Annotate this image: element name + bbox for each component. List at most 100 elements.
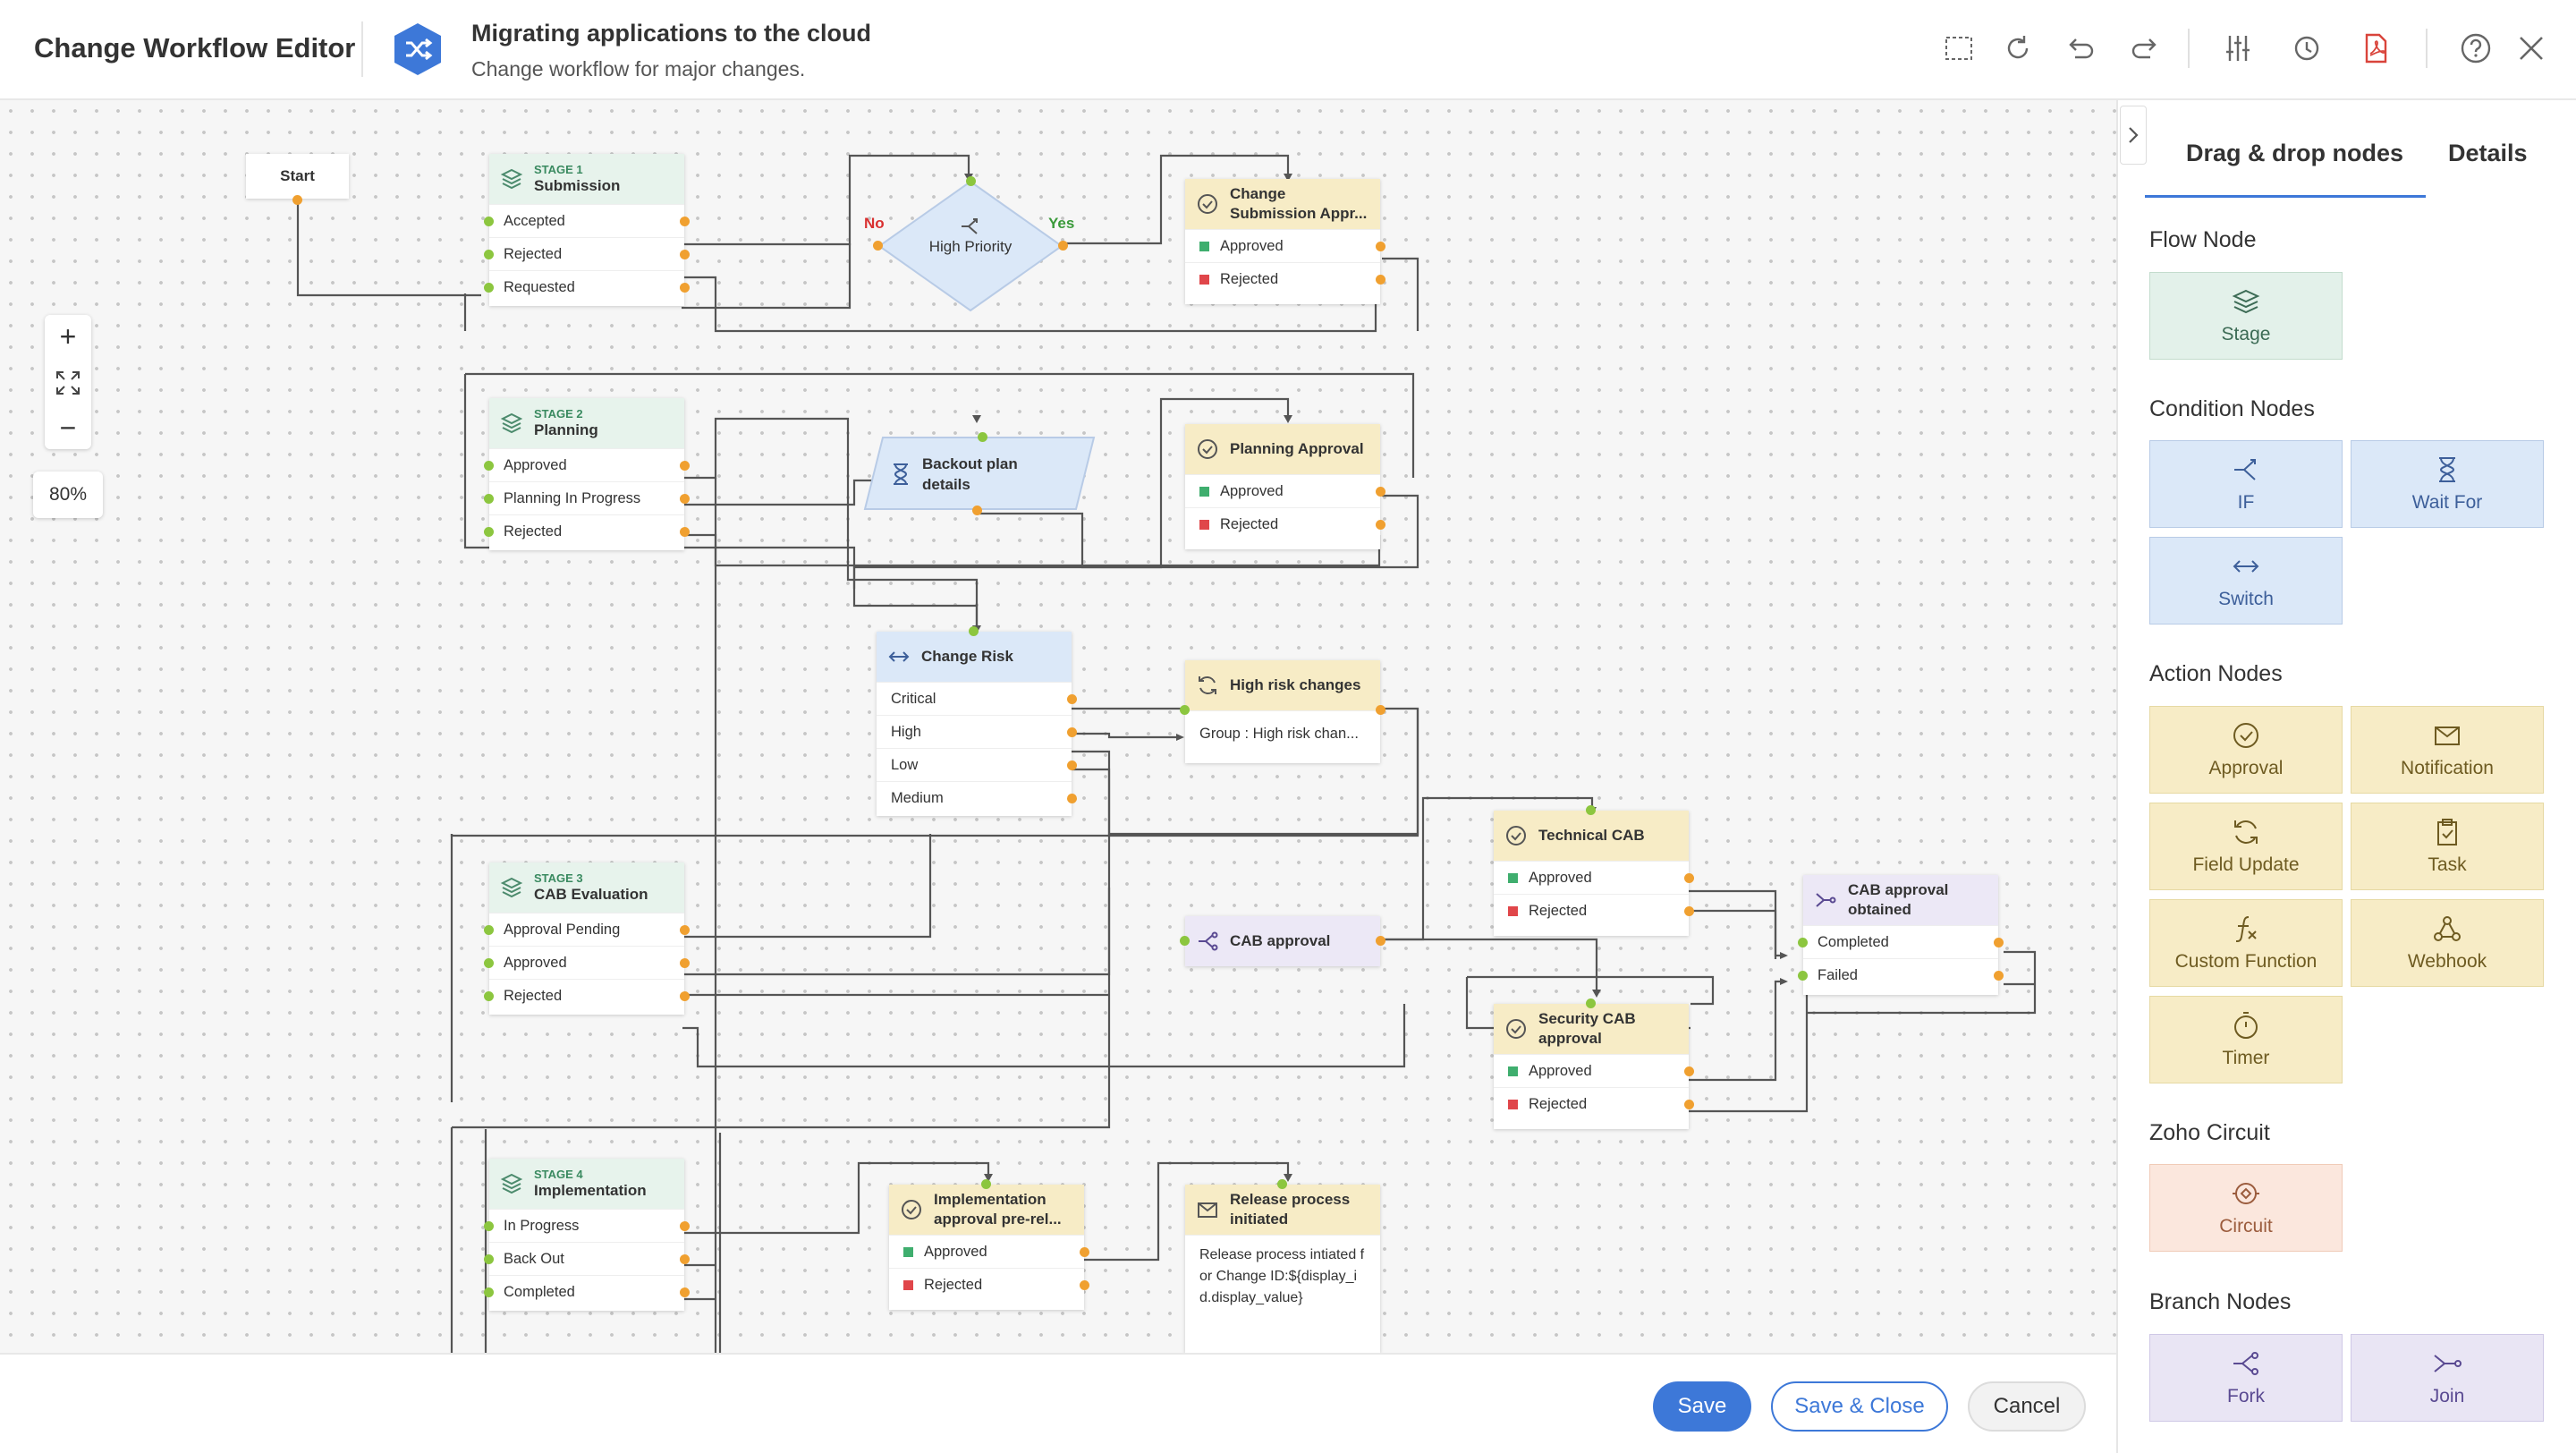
palette-if[interactable]: IF [2149, 440, 2343, 528]
output-connector[interactable] [680, 925, 690, 935]
tab-drag-drop-nodes[interactable]: Drag & drop nodes [2186, 140, 2404, 166]
output-connector[interactable] [972, 506, 982, 515]
start-node[interactable]: Start [246, 154, 349, 205]
approval-row[interactable]: Approved [889, 1235, 1089, 1268]
output-connector[interactable] [1376, 242, 1385, 251]
output-connector[interactable] [680, 958, 690, 968]
input-connector[interactable] [484, 1254, 494, 1264]
notification-node-release-process[interactable]: Release process initiated Release proces… [1185, 1179, 1380, 1353]
switch-case-row[interactable]: Low [877, 748, 1077, 781]
history-icon[interactable] [2288, 30, 2324, 66]
input-connector[interactable] [484, 1287, 494, 1297]
refresh-icon[interactable] [2000, 30, 2036, 66]
fit-screen-icon[interactable] [45, 361, 91, 404]
stage-row[interactable]: Accepted [484, 204, 690, 237]
input-connector[interactable] [1798, 938, 1808, 947]
output-connector[interactable] [1376, 487, 1385, 497]
output-connector[interactable] [680, 991, 690, 1001]
approval-row[interactable]: Approved [1494, 1054, 1694, 1087]
input-connector[interactable] [484, 958, 494, 968]
redo-icon[interactable] [2127, 30, 2163, 66]
palette-stage[interactable]: Stage [2149, 272, 2343, 360]
output-connector[interactable] [680, 283, 690, 293]
output-connector[interactable] [1080, 1247, 1089, 1257]
field-update-node-high-risk[interactable]: High risk changes Group : High risk chan… [1180, 660, 1385, 763]
palette-notification[interactable]: Notification [2351, 706, 2544, 794]
output-connector[interactable] [1376, 275, 1385, 285]
help-icon[interactable] [2458, 30, 2494, 66]
palette-task[interactable]: Task [2351, 803, 2544, 890]
output-connector[interactable] [1994, 971, 2004, 981]
join-row[interactable]: Failed [1798, 958, 2004, 991]
output-connector[interactable] [1067, 727, 1077, 737]
output-connector[interactable] [680, 1287, 690, 1297]
switch-case-row[interactable]: Medium [877, 781, 1077, 814]
approval-node-implementation[interactable]: Implementation approval pre-rel... Appro… [889, 1179, 1089, 1310]
decision-node-high-priority[interactable]: High Priority No Yes [864, 176, 1074, 313]
palette-approval[interactable]: Approval [2149, 706, 2343, 794]
settings-sliders-icon[interactable] [2220, 30, 2256, 66]
output-connector[interactable] [680, 1254, 690, 1264]
input-connector[interactable] [981, 1179, 991, 1189]
input-connector[interactable] [1586, 805, 1596, 815]
input-connector[interactable] [484, 494, 494, 504]
input-connector[interactable] [484, 250, 494, 259]
approval-row[interactable]: Approved [1494, 861, 1694, 894]
stage-row[interactable]: Approval Pending [484, 913, 690, 946]
fork-node-cab-approval[interactable]: CAB approval [1180, 916, 1385, 966]
stage-row[interactable]: Requested [484, 270, 690, 303]
zoom-in-button[interactable]: + [59, 319, 77, 353]
pdf-icon[interactable] [2358, 30, 2394, 66]
output-connector[interactable] [680, 461, 690, 471]
switch-case-row[interactable]: Critical [877, 682, 1077, 715]
output-connector[interactable] [873, 241, 883, 251]
input-connector[interactable] [484, 925, 494, 935]
collapse-panel-button[interactable] [2120, 106, 2147, 165]
output-connector[interactable] [292, 195, 302, 205]
cancel-button[interactable]: Cancel [1968, 1381, 2086, 1432]
approval-row[interactable]: Rejected [889, 1268, 1089, 1301]
input-connector[interactable] [966, 176, 976, 186]
approval-row[interactable]: Approved [1185, 229, 1385, 262]
output-connector[interactable] [1376, 936, 1385, 946]
approval-node-change-submission[interactable]: Change Submission Appr... Approved Rejec… [1185, 179, 1385, 304]
output-connector[interactable] [680, 217, 690, 226]
stage-row[interactable]: Approved [484, 946, 690, 979]
undo-icon[interactable] [2063, 30, 2098, 66]
input-connector[interactable] [484, 991, 494, 1001]
input-connector[interactable] [484, 217, 494, 226]
palette-custom-function[interactable]: Custom Function [2149, 899, 2343, 987]
switch-node-change-risk[interactable]: Change Risk Critical High Low Medium [877, 626, 1077, 816]
input-connector[interactable] [484, 527, 494, 537]
palette-fork[interactable]: Fork [2149, 1334, 2343, 1422]
select-area-icon[interactable] [1941, 30, 1977, 66]
approval-node-technical-cab[interactable]: Technical CAB Approved Rejected [1494, 805, 1694, 936]
input-connector[interactable] [484, 283, 494, 293]
palette-field-update[interactable]: Field Update [2149, 803, 2343, 890]
approval-row[interactable]: Rejected [1494, 1087, 1694, 1120]
output-connector[interactable] [1684, 873, 1694, 883]
palette-wait-for[interactable]: Wait For [2351, 440, 2544, 528]
switch-case-row[interactable]: High [877, 715, 1077, 748]
input-connector[interactable] [978, 432, 987, 442]
approval-node-planning[interactable]: Planning Approval Approved Rejected [1185, 424, 1385, 549]
input-connector[interactable] [484, 1221, 494, 1231]
join-row[interactable]: Completed [1798, 925, 2004, 958]
palette-circuit[interactable]: Circuit [2149, 1164, 2343, 1252]
output-connector[interactable] [1376, 520, 1385, 530]
palette-join[interactable]: Join [2351, 1334, 2544, 1422]
input-connector[interactable] [1586, 998, 1596, 1008]
stage-row[interactable]: Rejected [484, 514, 690, 548]
approval-node-security-cab[interactable]: Security CAB approval Approved Rejected [1494, 998, 1694, 1129]
output-connector[interactable] [680, 527, 690, 537]
input-connector[interactable] [969, 626, 979, 636]
stage-row[interactable]: Rejected [484, 237, 690, 270]
output-connector[interactable] [1684, 1066, 1694, 1076]
tab-details[interactable]: Details [2448, 140, 2528, 166]
input-connector[interactable] [484, 461, 494, 471]
palette-switch[interactable]: Switch [2149, 537, 2343, 625]
output-connector[interactable] [1684, 906, 1694, 916]
